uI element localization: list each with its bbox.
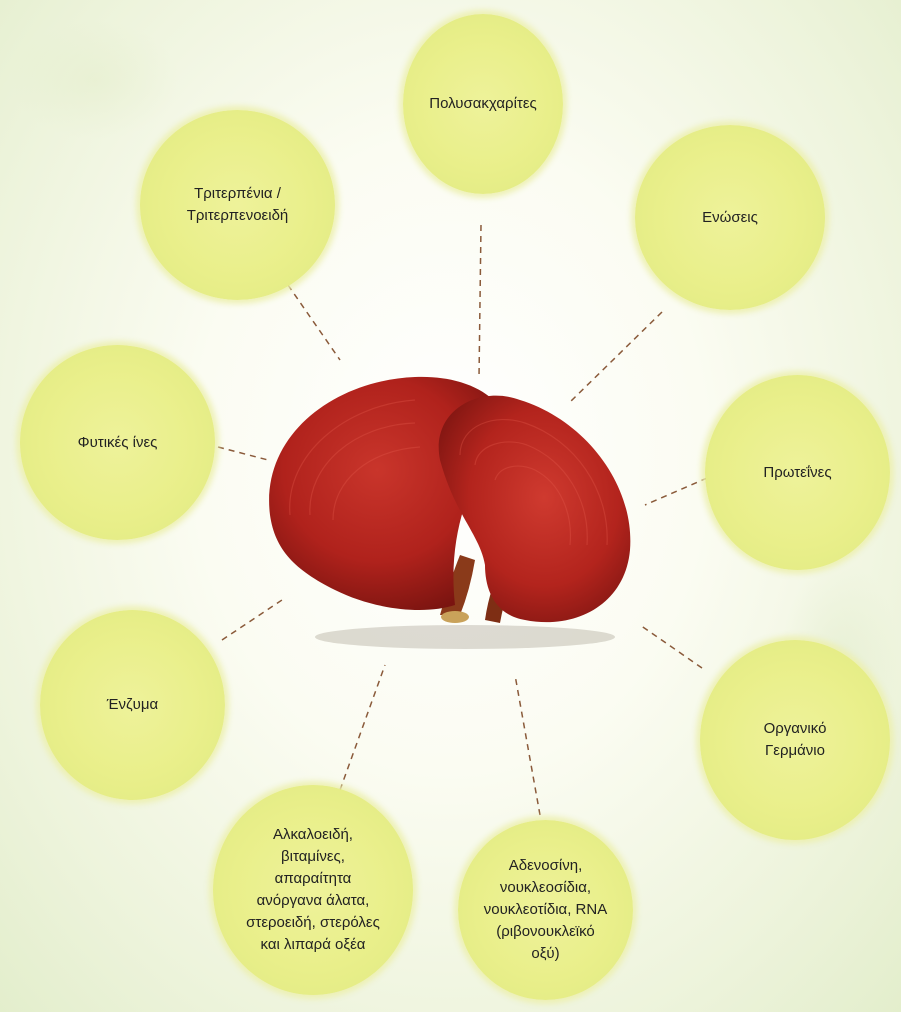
node-triterpenes: Τριτερπένια / Τριτερπενοειδή bbox=[140, 110, 335, 300]
connector-proteins bbox=[645, 478, 707, 505]
node-label: Αδενοσίνη, νουκλεοσίδια, νουκλεοτίδια, R… bbox=[484, 855, 607, 965]
node-germanium: Οργανικό Γερμάνιο bbox=[700, 640, 890, 840]
connector-triterpenes bbox=[288, 285, 340, 360]
connector-alkaloids bbox=[340, 665, 385, 790]
node-alkaloids: Αλκαλοειδή, βιταμίνες, απαραίτητα ανόργα… bbox=[213, 785, 413, 995]
connector-adenosine bbox=[515, 675, 540, 815]
node-label: Πολυσακχαρίτες bbox=[429, 93, 537, 115]
node-proteins: Πρωτεΐνες bbox=[705, 375, 890, 570]
node-label: Ενώσεις bbox=[702, 207, 758, 229]
node-label: Τριτερπένια / Τριτερπενοειδή bbox=[187, 183, 289, 227]
node-compounds: Ενώσεις bbox=[635, 125, 825, 310]
node-adenosine: Αδενοσίνη, νουκλεοσίδια, νουκλεοτίδια, R… bbox=[458, 820, 633, 1000]
node-label: Φυτικές ίνες bbox=[78, 432, 158, 454]
reishi-mushroom-icon bbox=[255, 365, 650, 655]
node-enzymes: Ένζυμα bbox=[40, 610, 225, 800]
node-label: Οργανικό Γερμάνιο bbox=[764, 718, 827, 762]
node-label: Αλκαλοειδή, βιταμίνες, απαραίτητα ανόργα… bbox=[246, 824, 380, 956]
node-fiber: Φυτικές ίνες bbox=[20, 345, 215, 540]
node-label: Ένζυμα bbox=[107, 694, 158, 716]
node-polysaccharides: Πολυσακχαρίτες bbox=[403, 14, 563, 194]
connector-polysaccharides bbox=[479, 225, 481, 378]
node-label: Πρωτεΐνες bbox=[763, 462, 831, 484]
